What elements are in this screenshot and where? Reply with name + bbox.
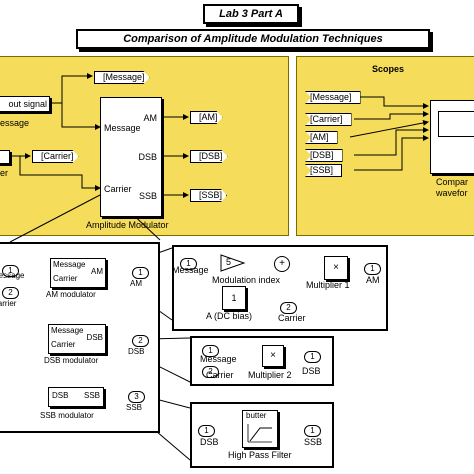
- highpass-response-icon: [247, 424, 272, 443]
- sub-out3-label: SSB: [126, 403, 143, 412]
- sub-out3-port[interactable]: 3: [128, 391, 145, 403]
- goto-message[interactable]: [Message]: [94, 71, 150, 84]
- modulator-out-dsb: DSB: [138, 152, 157, 162]
- gain-triangle-icon[interactable]: [220, 254, 246, 272]
- am-block-in-message: Message: [53, 260, 86, 269]
- scope-caption-line1: Compar: [436, 177, 469, 187]
- scope-screen-icon: [438, 111, 474, 137]
- input-signal-block[interactable]: out signal: [0, 96, 50, 112]
- am-out-port[interactable]: 1: [364, 263, 381, 275]
- ssb-modulator-block[interactable]: DSB SSB: [48, 387, 104, 407]
- ssb-modulator-name: SSB modulator: [40, 411, 94, 420]
- sub-in1-label: Message: [0, 271, 25, 280]
- modulator-out-am: AM: [143, 113, 158, 123]
- input-signal-label: out signal: [8, 99, 47, 109]
- goto-dsb[interactable]: [DSB]: [190, 150, 228, 163]
- goto-ssb[interactable]: [SSB]: [190, 189, 227, 202]
- sub-in2-port[interactable]: 2: [2, 287, 19, 299]
- dsb-in2-port[interactable]: 2: [202, 366, 219, 378]
- multiplier-1-label: Multiplier 1: [306, 280, 350, 290]
- multiplier-2-label: Multiplier 2: [248, 370, 292, 380]
- dsb-out-port[interactable]: 1: [304, 351, 321, 363]
- dsb-block-in-message: Message: [51, 326, 84, 335]
- dsb-in1-port[interactable]: 1: [202, 345, 219, 357]
- amplitude-modulator-name: Amplitude Modulator: [86, 220, 169, 230]
- from-message[interactable]: [Message]: [305, 91, 361, 104]
- dsb-out-label: DSB: [302, 366, 321, 376]
- sub-out2-label: DSB: [128, 347, 145, 356]
- high-pass-filter-label: High Pass Filter: [228, 450, 292, 460]
- high-pass-filter-block[interactable]: butter: [242, 410, 278, 448]
- dc-bias-label: A (DC bias): [206, 311, 253, 321]
- am-modulator-block[interactable]: Message Carrier AM: [50, 258, 106, 288]
- dsb-modulator-name: DSB modulator: [44, 356, 99, 365]
- dc-bias-value: 1: [231, 293, 237, 303]
- carrier-source-block[interactable]: [0, 150, 10, 164]
- scope-caption-line2: wavefor: [436, 188, 468, 198]
- am-in2-port[interactable]: 2: [280, 302, 297, 314]
- ssb-in-port[interactable]: 1: [198, 425, 215, 437]
- scopes-title: Scopes: [372, 64, 405, 74]
- am-detail-frame: [172, 245, 388, 331]
- dsb-block-in-carrier: Carrier: [51, 340, 76, 349]
- dsb-block-out: DSB: [86, 333, 103, 342]
- dsb-modulator-block[interactable]: Message Carrier DSB: [48, 324, 106, 354]
- am-modulator-name: AM modulator: [46, 290, 96, 299]
- page-title: Lab 3 Part A: [203, 4, 299, 24]
- page-subtitle: Comparison of Amplitude Modulation Techn…: [76, 29, 430, 49]
- am-in2-label: Carrier: [278, 313, 306, 323]
- modulator-in-carrier: Carrier: [104, 184, 132, 194]
- ssb-out-label: SSB: [304, 437, 323, 447]
- sub-in2-label: Carrier: [0, 299, 17, 308]
- sum-circle-icon[interactable]: +: [274, 256, 290, 272]
- gain-label: Modulation index: [212, 275, 281, 285]
- ssb-out-port[interactable]: 1: [304, 425, 321, 437]
- sub-out1-label: AM: [130, 279, 142, 288]
- multiplier-2-block[interactable]: ×: [262, 345, 284, 367]
- sub-in1-port[interactable]: 1: [2, 265, 19, 277]
- dsb-in2-label: Carrier: [206, 370, 234, 380]
- comparison-scope-block[interactable]: [430, 100, 474, 174]
- ssb-block-out: SSB: [83, 391, 100, 400]
- am-in1-port[interactable]: 1: [180, 258, 197, 270]
- sub-out2-port[interactable]: 2: [132, 335, 149, 347]
- am-block-out: AM: [91, 267, 103, 276]
- modulator-out-ssb: SSB: [138, 191, 157, 201]
- am-in1-label: Message: [172, 265, 209, 275]
- message-partial-label: essage: [0, 118, 30, 128]
- multiplier-1-block[interactable]: ×: [324, 256, 348, 280]
- goto-carrier[interactable]: [Carrier]: [32, 150, 79, 163]
- sub-out1-port[interactable]: 1: [132, 267, 149, 279]
- filter-text: butter: [246, 411, 267, 420]
- amplitude-modulator-block[interactable]: Message Carrier AM DSB SSB: [100, 97, 162, 217]
- carrier-partial-label: er: [0, 168, 9, 178]
- ssb-in-label: DSB: [200, 437, 219, 447]
- ssb-block-in: DSB: [52, 391, 69, 400]
- am-out-label: AM: [366, 275, 380, 285]
- from-carrier[interactable]: [Carrier]: [305, 113, 352, 126]
- modulator-in-message: Message: [104, 123, 141, 133]
- dc-bias-constant-block[interactable]: 1: [222, 286, 246, 310]
- goto-am[interactable]: [AM]: [190, 111, 223, 124]
- dsb-in1-label: Message: [200, 354, 237, 364]
- am-block-in-carrier: Carrier: [53, 274, 78, 283]
- gain-value: 5: [226, 257, 232, 267]
